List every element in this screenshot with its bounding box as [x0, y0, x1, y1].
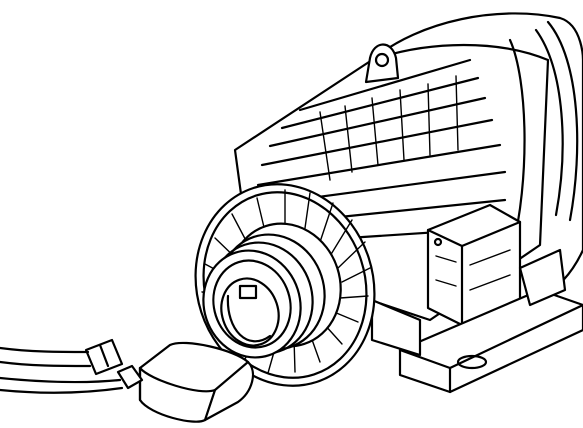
lifting-eye-icon — [364, 43, 400, 84]
sensor-cable-icon — [0, 346, 124, 394]
keyway-icon — [238, 284, 258, 300]
shaft-icon — [220, 277, 280, 347]
mounting-foot-icon — [370, 248, 583, 394]
proximity-sensor-icon — [84, 338, 255, 423]
